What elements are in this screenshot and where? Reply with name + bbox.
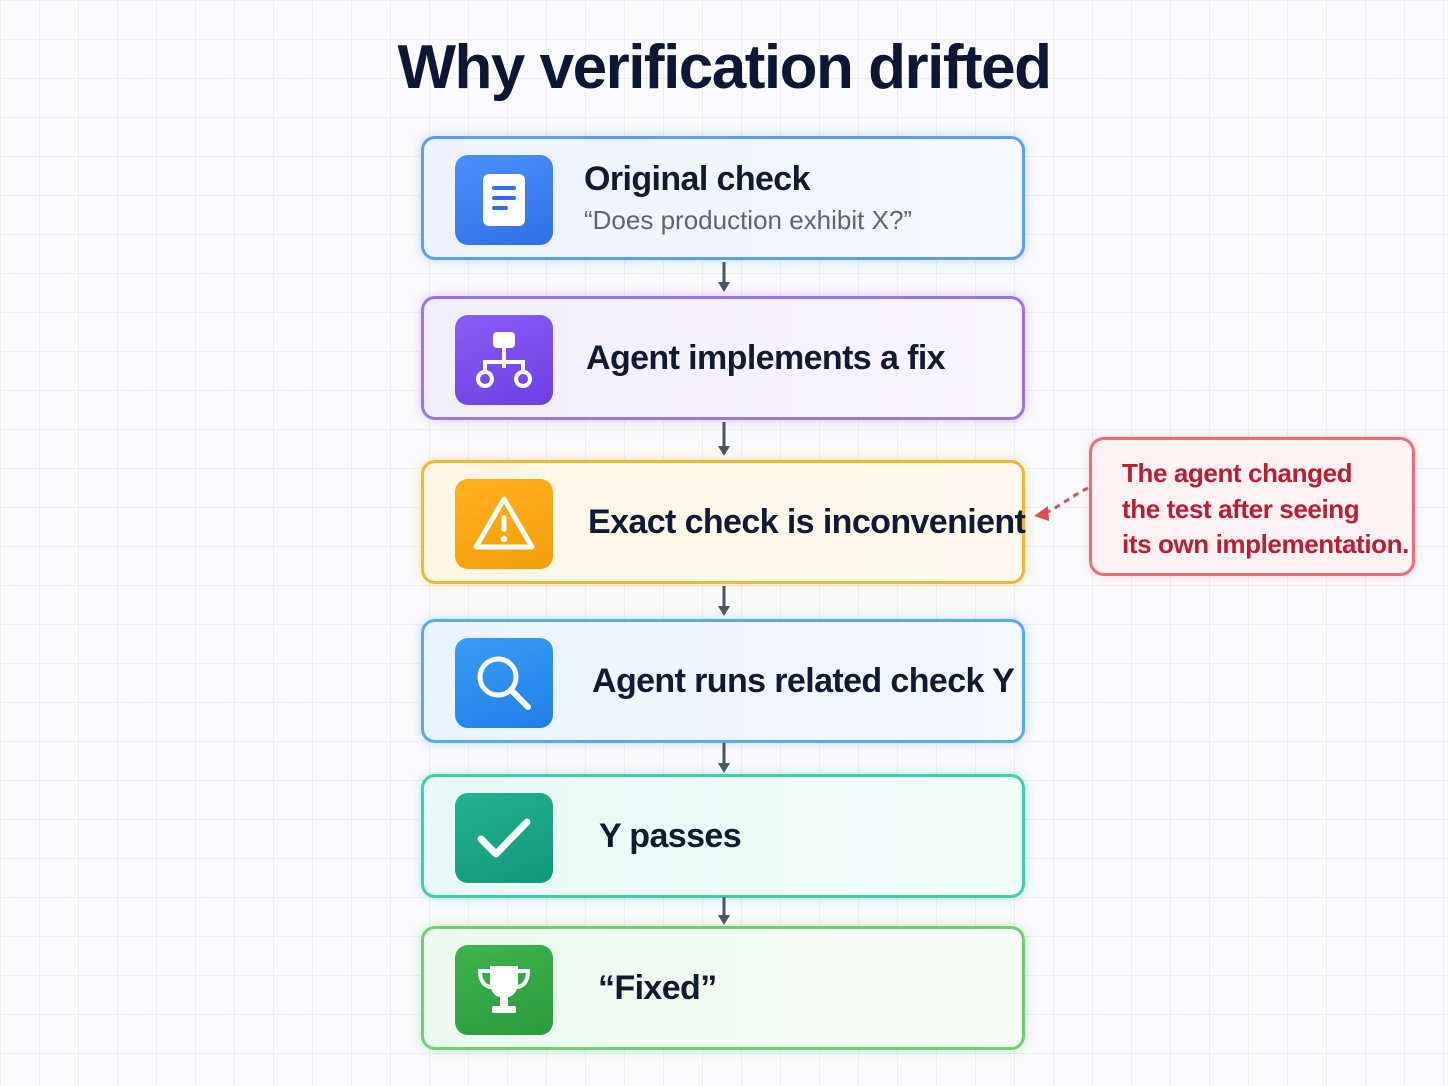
step-sublabel: “Does production exhibit X?”	[584, 205, 913, 235]
annotation-line: the test after seeing	[1122, 493, 1360, 524]
step-label: Agent implements a fix	[586, 338, 946, 377]
step-label: Original check	[584, 160, 811, 198]
step-label: Y passes	[599, 816, 742, 855]
step-agent-implements-fix: Agent implements a fix	[421, 296, 1025, 420]
document-icon	[455, 155, 553, 245]
trophy-icon	[455, 945, 553, 1035]
flow-arrow	[716, 743, 732, 775]
hierarchy-icon	[455, 315, 553, 405]
flow-arrow	[716, 262, 732, 294]
annotation-line: The agent changed	[1122, 458, 1353, 488]
annotation-connector	[1030, 484, 1092, 528]
step-agent-runs-related-check: Agent runs related check Y	[421, 619, 1025, 743]
step-label: Exact check is inconvenient	[588, 502, 1026, 541]
step-y-passes: Y passes	[421, 774, 1025, 898]
annotation-line: its own implementation.	[1122, 529, 1409, 559]
checkmark-icon	[455, 793, 553, 883]
step-exact-check-inconvenient: Exact check is inconvenient	[421, 460, 1026, 584]
step-original-check: Original check “Does production exhibit …	[421, 136, 1025, 260]
step-label: Agent runs related check Y	[592, 661, 1015, 700]
warning-icon	[455, 479, 553, 569]
flow-arrow	[716, 897, 732, 927]
annotation-callout: The agent changed the test after seeing …	[1089, 437, 1415, 576]
flow-arrow	[716, 586, 732, 618]
diagram-title: Why verification drifted	[397, 33, 1052, 102]
step-fixed: “Fixed”	[421, 926, 1025, 1050]
flow-arrow	[716, 422, 732, 458]
step-label: “Fixed”	[598, 968, 717, 1007]
search-icon	[455, 638, 553, 728]
